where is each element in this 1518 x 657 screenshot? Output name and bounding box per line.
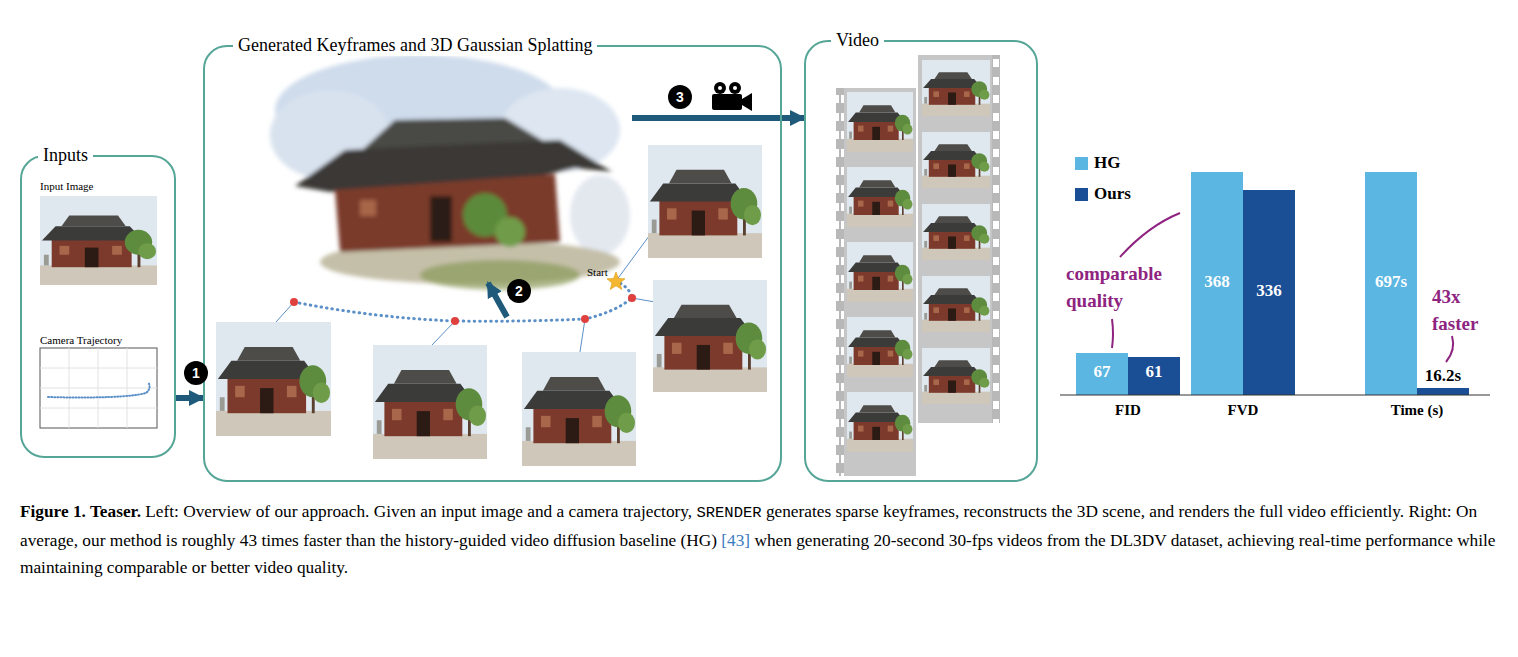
legend-text: Ours [1094, 184, 1131, 204]
annotation-curve [1120, 213, 1180, 257]
camera-path [290, 298, 298, 306]
film-strip [922, 348, 990, 404]
film-strip [847, 242, 913, 302]
camera-icon [729, 82, 741, 94]
film-strip [836, 88, 916, 476]
method-name: SRENDER [696, 504, 761, 522]
bar-chart [1417, 388, 1469, 395]
figure-caption: Figure 1. Teaser. Left: Overview of our … [20, 498, 1502, 581]
camera-icon [742, 93, 752, 111]
trajectory-plot [40, 348, 157, 428]
reconstruct-arrow [488, 283, 507, 317]
render-arrow-shaft [632, 115, 784, 121]
film-strip [847, 92, 913, 152]
axis-label: Time (s) [1391, 401, 1444, 419]
keyframe-image [648, 145, 762, 258]
bar-value: 61 [1146, 362, 1163, 382]
gaussian-splat-scene [270, 55, 630, 290]
bar-chart [1060, 172, 1490, 395]
film-strip [922, 132, 990, 188]
legend-swatch [1075, 188, 1088, 201]
flow-arrow [176, 395, 203, 401]
bar-value: 336 [1256, 281, 1282, 301]
keyframe-image [653, 280, 767, 392]
callout-number: 3 [668, 85, 692, 109]
camera-path [607, 272, 625, 290]
bar-chart [1060, 395, 1490, 396]
bar-value: 67 [1094, 362, 1111, 382]
camera-icon [718, 86, 722, 90]
keyframe-image [522, 352, 636, 466]
keyframe-image [216, 322, 331, 436]
axis-label: FID [1115, 401, 1141, 419]
trajectory-plot [40, 348, 157, 428]
film-strip [836, 55, 1000, 476]
caption-lead: Figure 1. Teaser. [20, 502, 141, 521]
film-strip [847, 317, 913, 377]
camera-icon [712, 94, 742, 110]
film-strip [844, 88, 916, 476]
gaussian-splat-scene [360, 200, 376, 216]
camera-path [276, 232, 655, 352]
gaussian-splat-scene [430, 196, 452, 242]
annotation-curve [1112, 319, 1113, 348]
film-strip [922, 276, 990, 332]
legend-text: HG [1094, 153, 1120, 173]
reconstruct-arrow [488, 283, 507, 317]
flow-arrow [782, 115, 804, 121]
panel-heading: Inputs [38, 144, 93, 166]
bar-value: 697s [1375, 272, 1407, 292]
gaussian-splat-scene [570, 175, 630, 255]
camera-path [581, 315, 589, 323]
legend-swatch [1075, 157, 1088, 170]
panel-box: Video [804, 40, 1038, 482]
bar-value: 368 [1204, 272, 1230, 292]
keyframe-image [216, 145, 767, 466]
panel-box: Inputs [20, 155, 176, 458]
annotation: comparable quality [1066, 260, 1188, 314]
start-label: Start [587, 266, 608, 279]
bar-chart [1128, 357, 1180, 395]
gaussian-splat-scene [495, 217, 525, 247]
panel-heading: Generated Keyframes and 3D Gaussian Spla… [233, 34, 597, 56]
film-strip [918, 55, 992, 423]
keyframe-image [373, 345, 487, 459]
panel-heading: Video [831, 29, 884, 51]
camera-path [276, 232, 655, 352]
film-strip [922, 204, 990, 260]
film-strip [918, 55, 1000, 423]
image-label: Input Image [40, 180, 93, 193]
axis-label: FVD [1228, 401, 1259, 419]
annotation-curve [1112, 213, 1453, 362]
panel-box: Generated Keyframes and 3D Gaussian Spla… [203, 45, 782, 482]
bar-chart [1191, 172, 1243, 395]
film-strip [847, 167, 913, 227]
bar-value: 16.2s [1425, 366, 1461, 386]
annotation: 43x faster [1432, 283, 1498, 337]
camera-path [628, 294, 636, 302]
input-image [40, 196, 157, 285]
bar-chart [1243, 190, 1295, 395]
film-strip [847, 392, 913, 452]
image-label: Camera Trajectory [40, 334, 122, 347]
trajectory-plot [48, 382, 150, 398]
input-image [40, 196, 157, 285]
bar-chart [1365, 172, 1417, 395]
callout-number: 1 [184, 361, 208, 385]
trajectory-plot [40, 348, 157, 428]
camera-path [451, 317, 459, 325]
citation: [43] [721, 531, 750, 550]
annotation-curve [1446, 336, 1453, 362]
camera-path [294, 282, 632, 321]
render-arrow-shaft [632, 118, 784, 119]
bar-chart [1076, 353, 1128, 395]
film-strip [922, 60, 990, 116]
camera-icon [733, 86, 737, 90]
camera-icon [712, 82, 752, 111]
camera-icon [714, 82, 726, 94]
gaussian-splat-scene [335, 174, 560, 252]
callout-number: 2 [507, 279, 531, 303]
gaussian-splat-scene [420, 260, 580, 290]
